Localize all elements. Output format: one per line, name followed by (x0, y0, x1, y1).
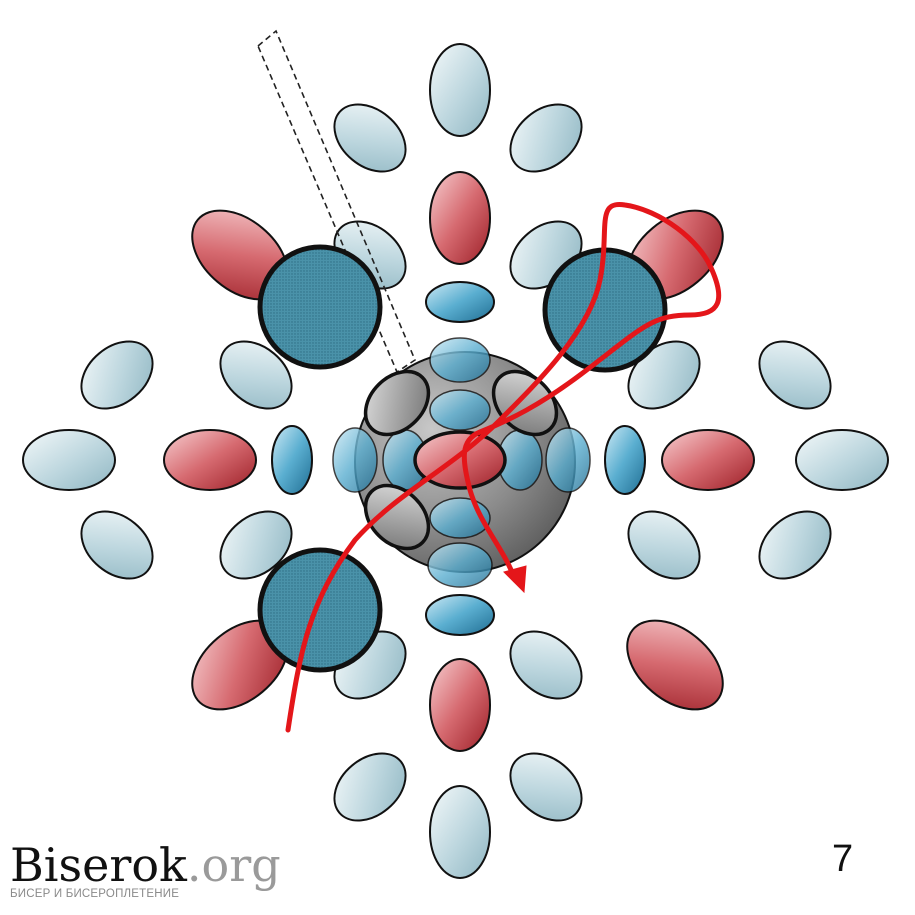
outer-beads (22, 43, 889, 879)
light-bead (80, 340, 154, 410)
red-bead (163, 429, 257, 491)
light-bead (627, 510, 701, 580)
arrow-down-icon (503, 565, 527, 594)
big-bead (257, 547, 383, 673)
light-bead (509, 103, 583, 173)
blue-bead (604, 425, 646, 495)
blue-bead (271, 425, 313, 495)
gray-bead (363, 369, 431, 437)
blue-bead (427, 542, 493, 588)
watermark-tagline: БИСЕР И БИСЕРОПЛЕТЕНИЕ (10, 888, 180, 900)
light-bead (758, 340, 832, 410)
light-bead (219, 510, 293, 580)
gray-bead (363, 483, 431, 551)
light-bead (429, 785, 491, 879)
light-bead (22, 429, 116, 491)
blue-bead (332, 427, 378, 493)
red-bead (429, 658, 491, 752)
red-bead (661, 429, 755, 491)
watermark-tld: .org (186, 838, 281, 892)
light-bead (333, 103, 407, 173)
light-bead (333, 752, 407, 822)
blue-bead (429, 337, 491, 383)
watermark-logo: Biserok.org БИСЕР И БИСЕРОПЛЕТЕНИЕ (10, 840, 281, 900)
blue-bead (425, 281, 495, 323)
light-bead (758, 510, 832, 580)
watermark-name: Biserok (10, 838, 187, 892)
thread-path (285, 201, 722, 733)
light-bead (509, 752, 583, 822)
light-bead (80, 510, 154, 580)
front-beads (257, 244, 668, 673)
red-bead (429, 171, 491, 265)
blue-bead (425, 594, 495, 636)
light-bead (219, 340, 293, 410)
blue-bead (429, 389, 491, 431)
big-bead (257, 244, 383, 370)
light-bead (509, 630, 583, 700)
blue-bead (545, 427, 591, 493)
light-bead (795, 429, 889, 491)
red-bead (626, 619, 724, 711)
step-number: 7 (832, 838, 854, 880)
light-bead (429, 43, 491, 137)
